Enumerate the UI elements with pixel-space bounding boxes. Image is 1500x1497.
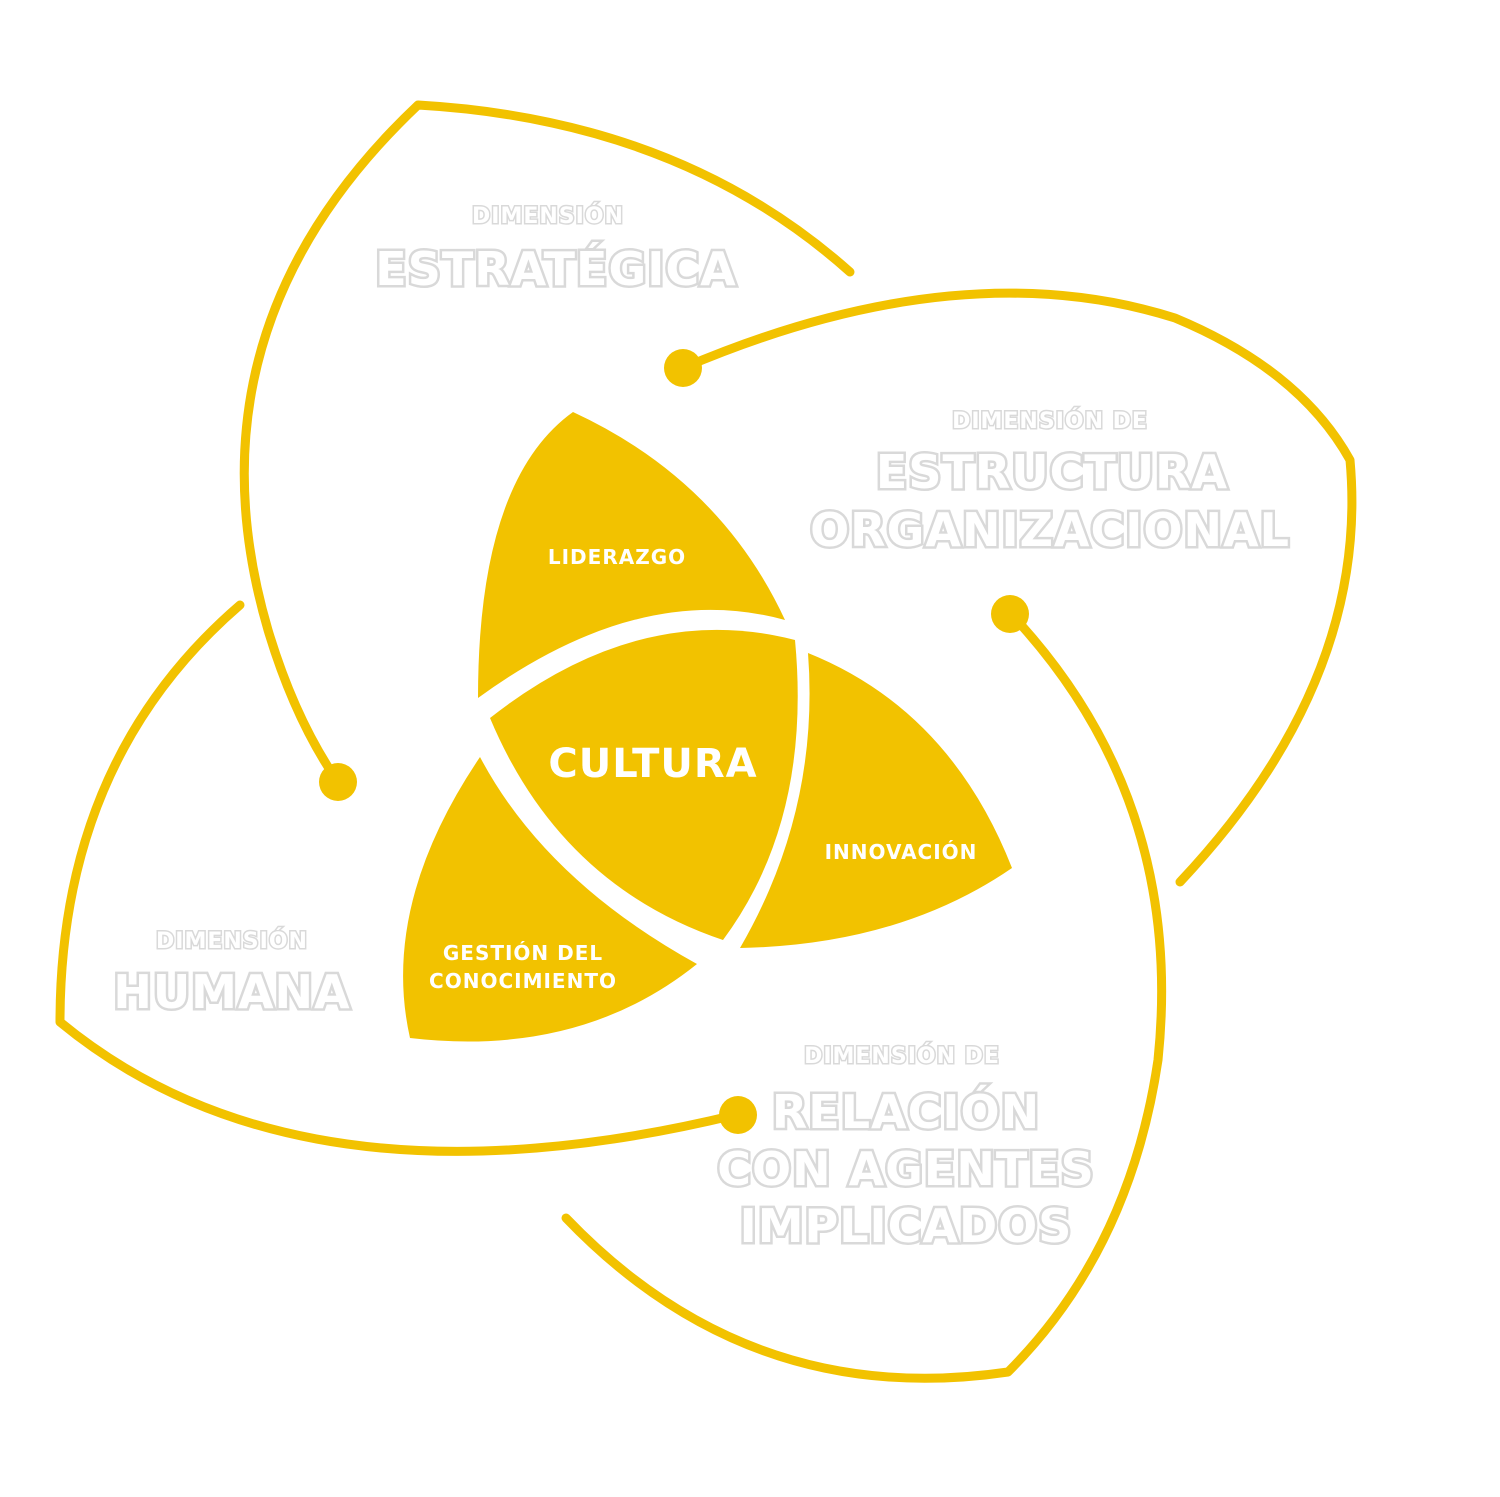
dim-estrategica-small: DIMENSIÓN <box>472 203 624 229</box>
dot-estrategica <box>319 763 357 801</box>
dot-relacion <box>991 595 1029 633</box>
petal-gestion <box>403 757 697 1042</box>
dim-estructura-small: DIMENSIÓN DE <box>952 408 1148 434</box>
arc-humana <box>55 600 740 1156</box>
petal-liderazgo <box>478 412 785 698</box>
dim-humana-small: DIMENSIÓN <box>156 928 308 954</box>
dot-estructura <box>664 349 702 387</box>
dim-estructura-title-line2: ORGANIZACIONAL <box>810 503 1290 557</box>
petal-label-innovacion: INNOVACIÓN <box>825 840 978 864</box>
dim-relacion-title-line1: RELACIÓN <box>772 1085 1040 1139</box>
petal-label-gestion-line2: CONOCIMIENTO <box>429 969 617 993</box>
petal-label-gestion-line1: GESTIÓN DEL <box>443 941 603 965</box>
dim-estructura-title-line1: ESTRUCTURA <box>876 445 1228 499</box>
dim-relacion-title-line3: IMPLICADOS <box>740 1199 1073 1253</box>
arc-estrategica <box>239 100 855 787</box>
dot-humana <box>719 1096 757 1134</box>
arc-relacion <box>561 610 1167 1383</box>
petal-label-liderazgo: LIDERAZGO <box>548 545 686 569</box>
center-cultura <box>490 629 798 940</box>
center-label: CULTURA <box>548 741 757 787</box>
petal-innovacion <box>740 653 1012 948</box>
dim-estrategica-title: ESTRATÉGICA <box>375 242 736 296</box>
dim-humana-title: HUMANA <box>113 965 350 1019</box>
dim-relacion-title-line2: CON AGENTES <box>717 1142 1095 1196</box>
dim-relacion-small: DIMENSIÓN DE <box>804 1043 1000 1069</box>
arc-estructura <box>678 288 1357 887</box>
